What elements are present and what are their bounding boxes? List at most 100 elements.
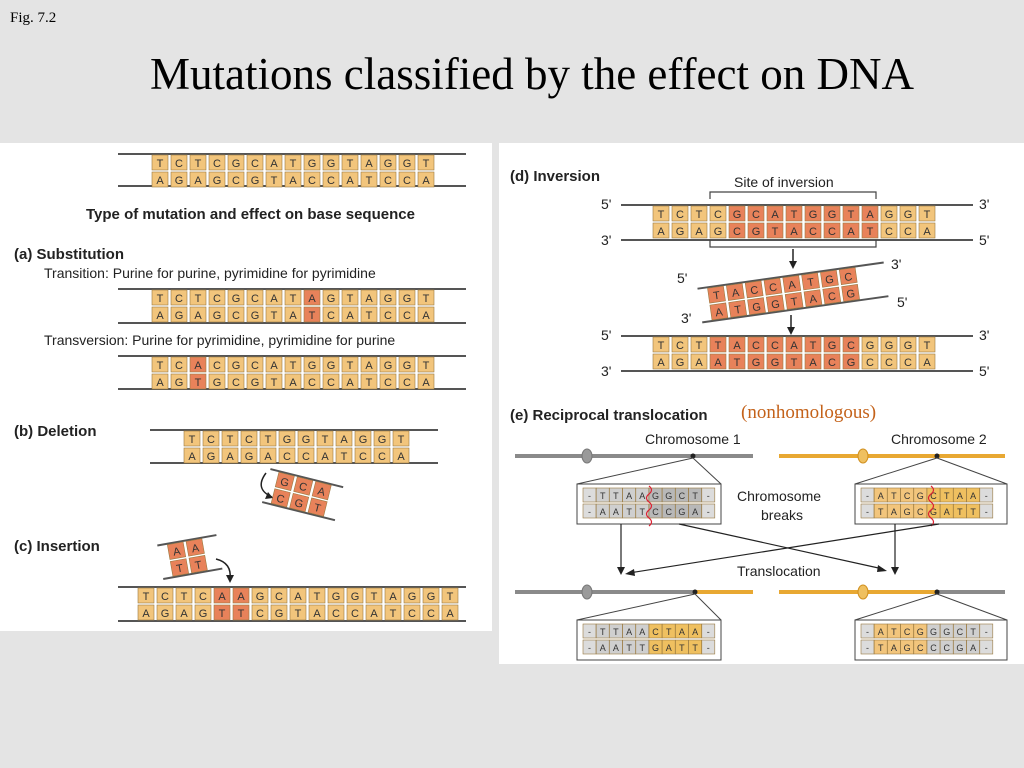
base-letter: C — [175, 293, 183, 305]
base-letter: A — [270, 360, 278, 372]
base-tile — [763, 277, 783, 296]
base-tile — [156, 587, 174, 604]
base-tile — [979, 623, 994, 639]
base-letter: G — [403, 158, 412, 170]
base-tile — [804, 222, 822, 239]
base-tile — [785, 353, 803, 370]
base-tile — [227, 373, 245, 390]
base-letter: G — [917, 491, 924, 501]
base-tile — [804, 353, 822, 370]
base-tile — [311, 481, 332, 501]
zoom-line — [936, 457, 1008, 485]
translocation-arrowhead — [877, 565, 887, 572]
base-letter: A — [657, 226, 665, 238]
base-tile — [652, 336, 670, 353]
base-tile — [690, 205, 708, 222]
base-letter: A — [365, 293, 373, 305]
derived-chromosome-2-junction — [934, 589, 940, 595]
base-letter: A — [970, 643, 976, 653]
base-tile — [747, 222, 765, 239]
base-tile — [170, 154, 188, 171]
base-tile — [221, 447, 239, 464]
base-letter: G — [251, 377, 260, 389]
base-letter: G — [251, 175, 260, 187]
base-letter: A — [957, 491, 963, 501]
base-tile — [803, 289, 823, 308]
base-letter: G — [828, 209, 837, 221]
base-letter: T — [891, 627, 897, 637]
base-tile — [251, 587, 269, 604]
base-letter: - — [985, 491, 988, 501]
base-letter: T — [891, 491, 897, 501]
base-tile — [709, 222, 727, 239]
base-letter: G — [846, 288, 856, 301]
three-prime-label: 3' — [601, 363, 611, 379]
base-letter: T — [313, 502, 323, 515]
base-tile — [403, 604, 421, 621]
base-tile — [189, 171, 207, 188]
base-tile — [167, 541, 187, 560]
base-tile — [861, 205, 879, 222]
base-tile — [880, 222, 898, 239]
base-letter: G — [327, 158, 336, 170]
base-letter: G — [427, 591, 436, 603]
base-tile — [188, 555, 208, 574]
base-letter: A — [422, 175, 430, 187]
base-tile — [379, 154, 397, 171]
base-tile — [169, 558, 190, 577]
base-tile — [208, 154, 226, 171]
base-letter: C — [866, 357, 874, 369]
base-tile — [671, 205, 689, 222]
base-letter: C — [232, 175, 240, 187]
base-tile — [240, 447, 258, 464]
base-letter: G — [866, 340, 875, 352]
base-tile — [918, 205, 936, 222]
base-tile — [701, 623, 716, 639]
base-tile — [392, 447, 410, 464]
base-letter: T — [219, 608, 226, 620]
base-letter: T — [867, 226, 874, 238]
base-letter: C — [809, 226, 817, 238]
five-prime-label: 5' — [601, 196, 611, 212]
base-letter: C — [283, 451, 291, 463]
base-letter: A — [657, 357, 665, 369]
translocation-arrow — [628, 523, 940, 574]
base-letter: A — [389, 591, 397, 603]
base-letter: G — [213, 310, 222, 322]
base-letter: A — [346, 175, 354, 187]
base-tile — [303, 171, 321, 188]
chromosome-1-centromere — [581, 448, 593, 464]
base-tile — [284, 356, 302, 373]
base-tile — [208, 356, 226, 373]
base-letter: A — [194, 310, 202, 322]
base-tile — [823, 353, 841, 370]
base-tile — [841, 284, 860, 302]
base-tile — [709, 336, 727, 353]
base-letter: G — [809, 209, 818, 221]
base-tile — [403, 587, 421, 604]
base-tile — [417, 356, 435, 373]
base-letter: G — [652, 491, 659, 501]
base-tile — [979, 639, 994, 655]
base-letter: A — [692, 507, 698, 517]
base-letter: G — [733, 209, 742, 221]
translocation-label: (e) Reciprocal translocation — [510, 407, 708, 424]
base-letter: G — [232, 360, 241, 372]
base-tile — [246, 171, 264, 188]
base-letter: A — [294, 591, 302, 603]
base-tile — [880, 353, 898, 370]
base-tile — [842, 222, 860, 239]
base-letter: T — [341, 451, 348, 463]
base-tile — [240, 430, 258, 447]
base-tile — [227, 356, 245, 373]
base-tile — [151, 154, 169, 171]
base-letter: A — [321, 451, 329, 463]
base-tile — [221, 430, 239, 447]
